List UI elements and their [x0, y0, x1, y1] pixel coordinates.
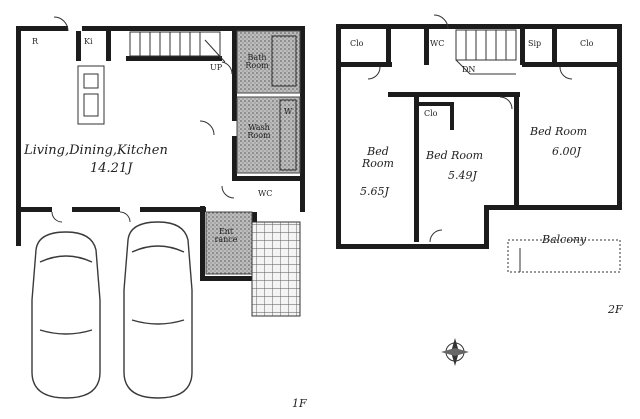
entrance-area — [205, 211, 301, 317]
compass-icon — [441, 338, 469, 366]
floor1-wc-label: WC — [258, 189, 273, 198]
balcony-label: Balcony — [542, 233, 587, 246]
floor2-dn-label: DN — [462, 65, 476, 74]
ldk-size-label: 14.21J — [90, 161, 133, 176]
kitchen-ki-label: Ki — [84, 37, 93, 46]
bedroom3-name-label: Bed Room — [530, 125, 588, 138]
washer-w-label: W — [284, 107, 293, 116]
bedroom3-size-label: 6.00J — [552, 145, 581, 158]
floor2-walls — [336, 24, 622, 249]
bedroom2-name-label: Bed Room — [426, 149, 484, 162]
refrigerator-label: R — [32, 37, 39, 46]
floor1-doors — [51, 16, 235, 223]
parking-cars — [31, 221, 193, 399]
kitchen-counter — [77, 65, 105, 125]
sip-closet-label: Sip — [528, 39, 542, 48]
entrance-label: Ent rance — [214, 227, 238, 245]
ldk-name-label: Living,Dining,Kitchen — [24, 143, 168, 158]
closet-left-label: Clo — [350, 39, 364, 48]
floor1-level-label: 1F — [292, 397, 307, 410]
closet-center-label: Clo — [424, 109, 438, 118]
floor2-doors — [367, 14, 573, 243]
floor2-wc-label: WC — [430, 39, 445, 48]
floor1-up-label: UP — [210, 63, 223, 72]
bath-area — [236, 30, 301, 174]
closet-right-label: Clo — [580, 39, 594, 48]
floor2-stairs — [455, 29, 517, 75]
bedroom2-size-label: 5.49J — [448, 169, 477, 182]
floor2-level-label: 2F — [608, 303, 623, 316]
bedroom1-name-label: Bed Room — [362, 145, 394, 170]
bedroom1-size-label: 5.65J — [360, 185, 389, 198]
floor1-stairs — [129, 31, 226, 63]
wash-room-label: Wash Room — [247, 123, 271, 141]
bath-room-label: Bath Room — [245, 53, 269, 71]
balcony-area — [507, 239, 621, 273]
